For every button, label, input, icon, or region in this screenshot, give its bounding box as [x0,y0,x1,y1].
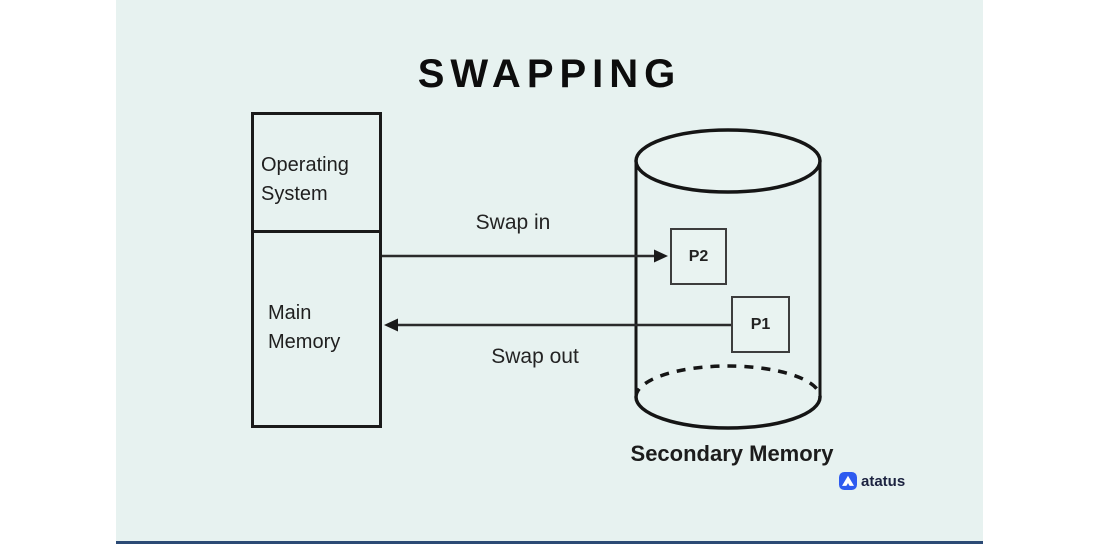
main-memory-label: Main Memory [268,302,341,353]
process-p2-label: P2 [688,247,709,265]
diagram-panel [116,0,983,544]
diagram-title: SWAPPING [417,52,682,96]
cylinder-top-ellipse [634,128,822,194]
cylinder-bottom-arc [634,396,822,430]
main-memory-section: Main Memory [254,233,379,428]
swap-out-label: Swap out [491,345,579,368]
process-box-p1: P1 [731,296,790,353]
swap-in-arrowhead [654,249,668,263]
atatus-wordmark: atatus [861,472,906,490]
swap-out-arrowhead [384,318,398,332]
atatus-logo-icon [839,472,857,490]
process-box-p2: P2 [670,228,727,285]
atatus-logo: atatus [839,472,905,490]
bottom-accent-bar [116,541,983,544]
main-memory-box: Operating System Main Memory [251,112,382,428]
cylinder-bottom-dashed-arc [634,364,822,398]
os-label: Operating System [261,154,349,205]
process-p1-label: P1 [750,315,771,333]
swap-in-label: Swap in [475,211,551,234]
secondary-memory-label: Secondary Memory [630,441,834,466]
os-section: Operating System [254,115,379,233]
